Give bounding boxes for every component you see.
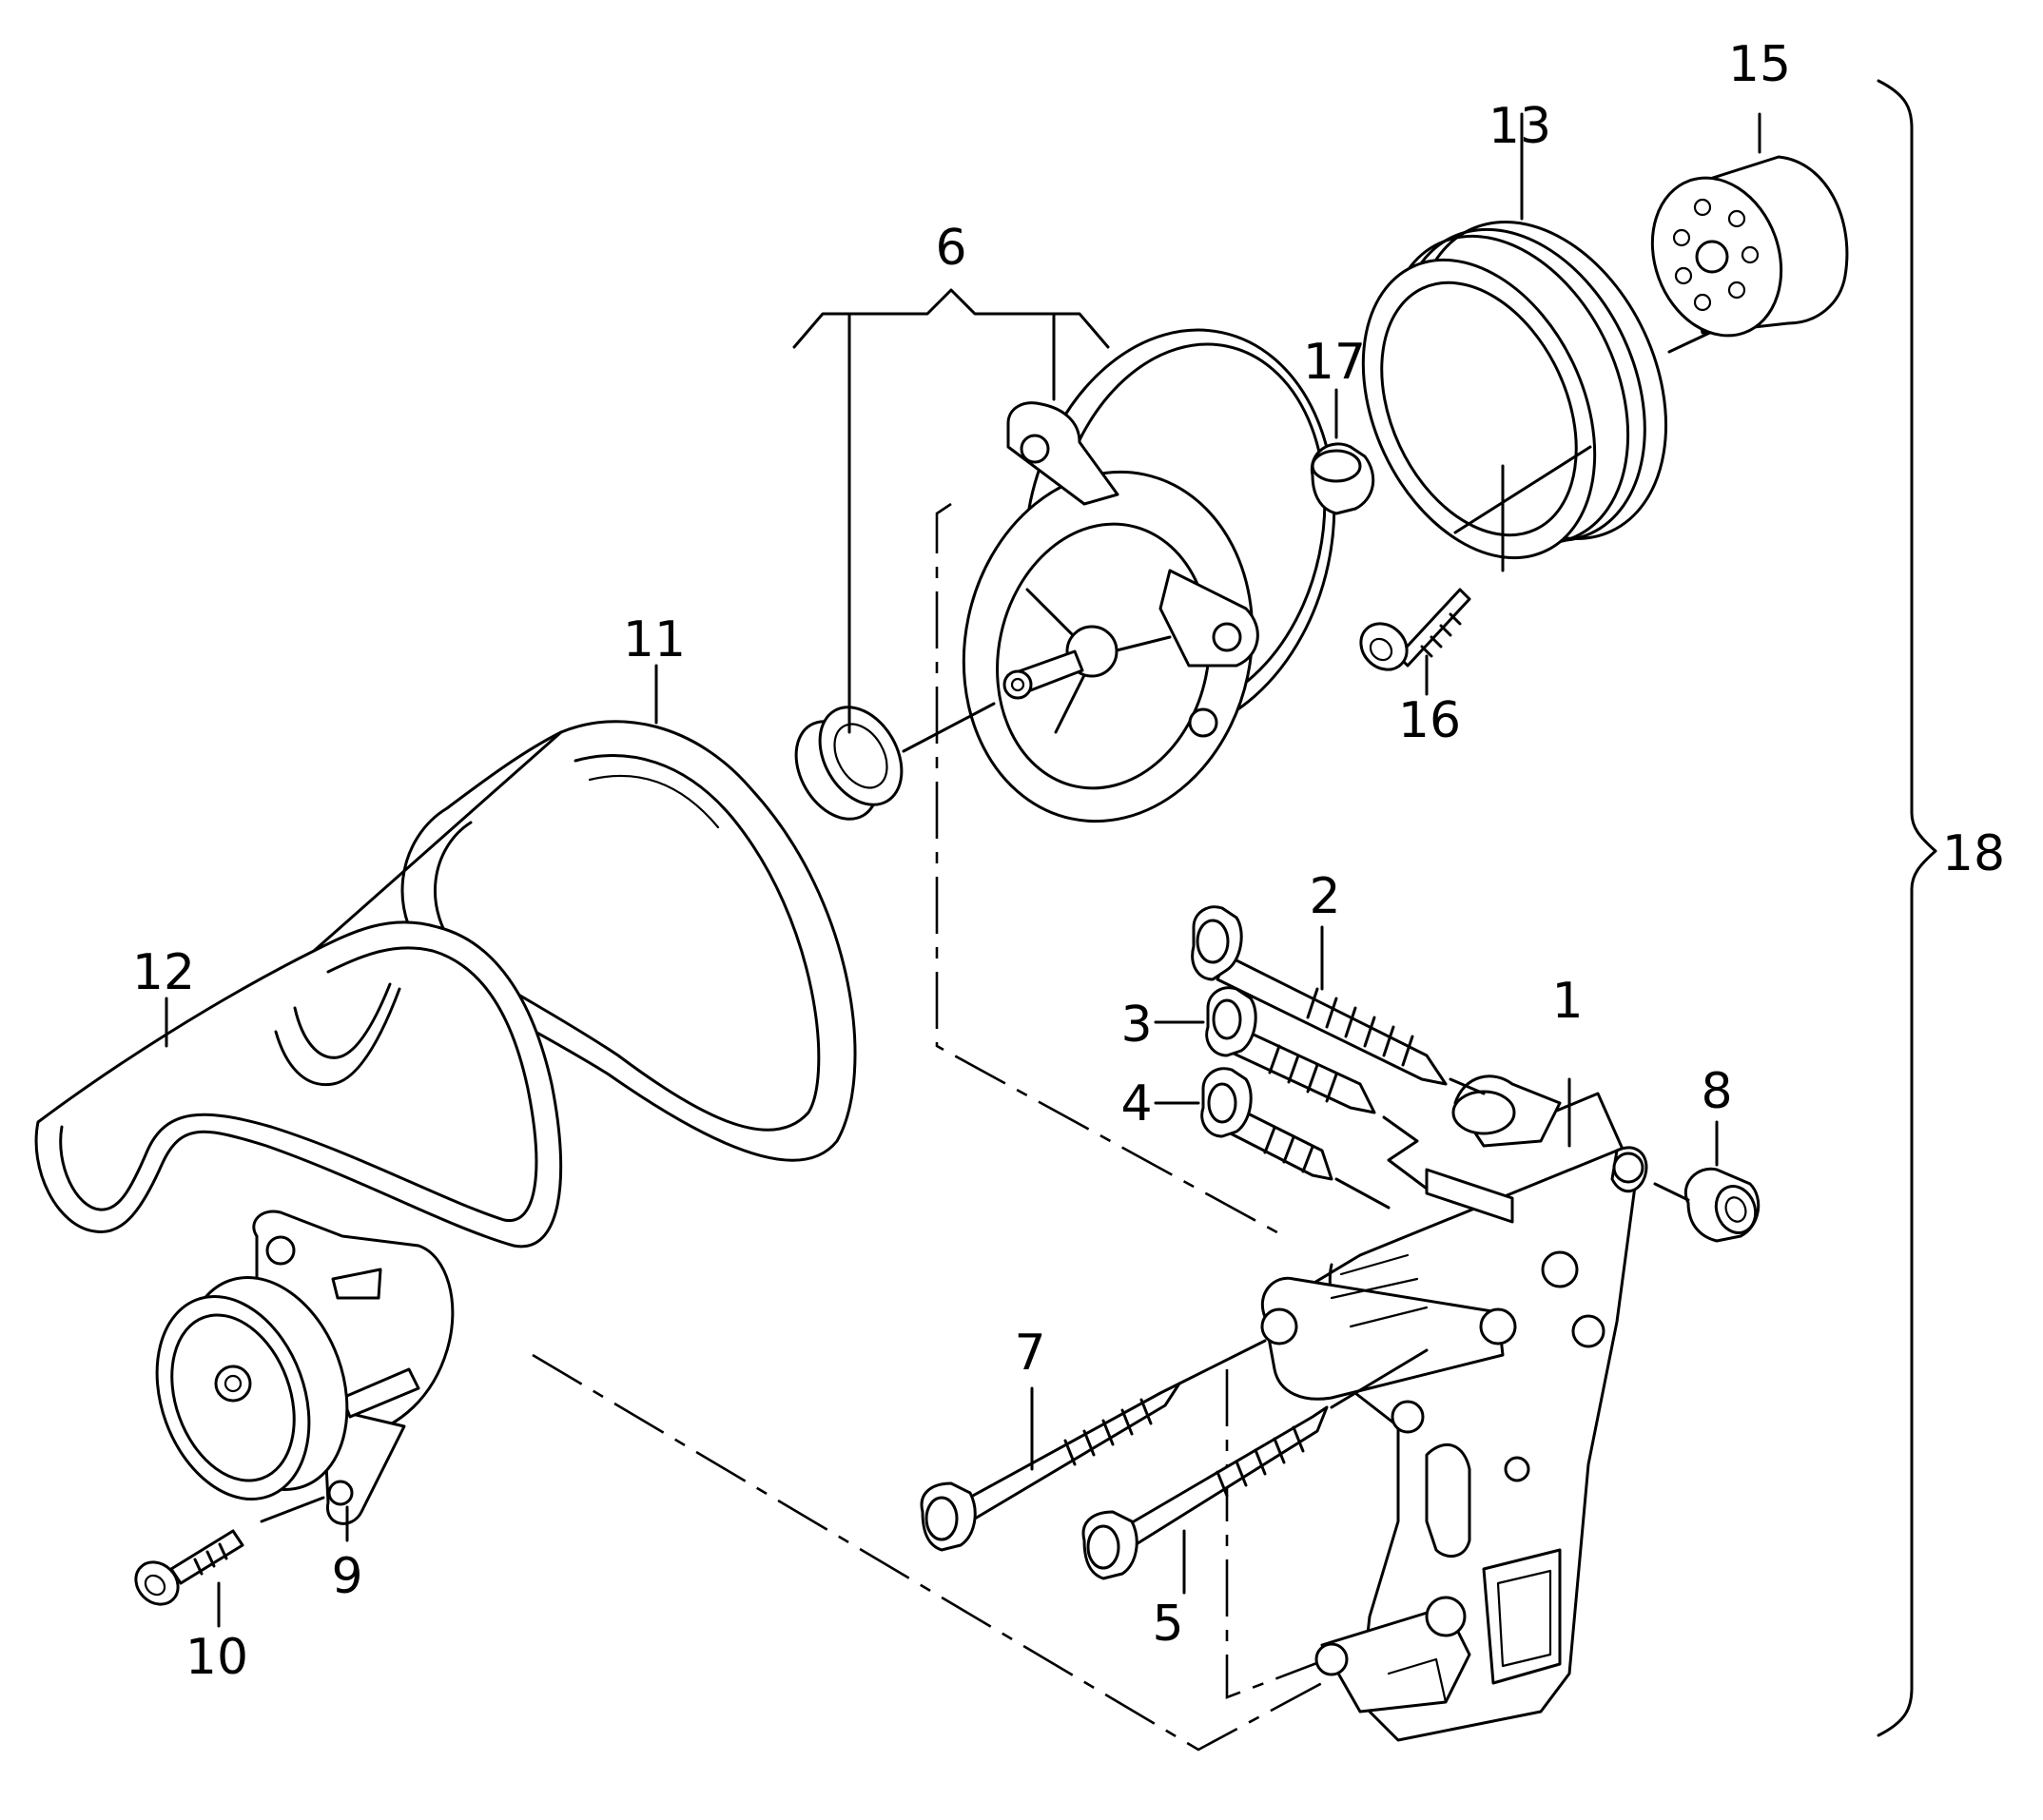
callout-17: 17 [1303, 334, 1366, 391]
callout-8: 8 [1701, 1063, 1732, 1120]
callout-7: 7 [1014, 1325, 1045, 1382]
ribbed-belt-second [34, 920, 563, 1249]
mounting-bracket [1260, 1075, 1648, 1742]
tensioner-bolt [134, 1529, 244, 1628]
callout-11: 11 [623, 611, 686, 668]
callout-12: 12 [132, 944, 195, 1001]
bushing [1653, 1120, 1761, 1243]
callout-18: 18 [1942, 825, 2005, 882]
callout-15: 15 [1728, 36, 1791, 93]
callout-2: 2 [1309, 868, 1340, 925]
cap [1310, 388, 1375, 515]
callout-labels: 1 2 3 4 5 6 7 8 9 10 11 12 13 15 16 17 1… [132, 36, 2005, 1686]
kit-bracket [1877, 79, 1937, 1737]
bolt-mid-a [1154, 986, 1429, 1191]
callout-10: 10 [185, 1629, 248, 1686]
callout-3: 3 [1120, 997, 1152, 1054]
callout-6: 6 [935, 220, 966, 277]
callout-16: 16 [1398, 692, 1461, 749]
callout-4: 4 [1120, 1075, 1152, 1133]
callout-5: 5 [1152, 1596, 1183, 1653]
callout-1: 1 [1551, 973, 1583, 1030]
alternator-pulley [794, 702, 996, 821]
freewheel [1650, 112, 1849, 338]
pulley [1361, 112, 1752, 572]
callout-13: 13 [1488, 98, 1551, 155]
pulley-bolt [1359, 588, 1471, 696]
bolt-long-top [1191, 905, 1486, 1095]
tensioner [155, 1210, 455, 1542]
bolt-lower-left [920, 1339, 1267, 1552]
bolt-mid-b [1154, 1067, 1391, 1210]
callout-9: 9 [331, 1548, 362, 1605]
bolt-lower-right [1081, 1348, 1429, 1595]
leader-lines [165, 664, 658, 1048]
alternator [962, 328, 1336, 823]
alternator-assembly-bracket [792, 288, 1110, 734]
